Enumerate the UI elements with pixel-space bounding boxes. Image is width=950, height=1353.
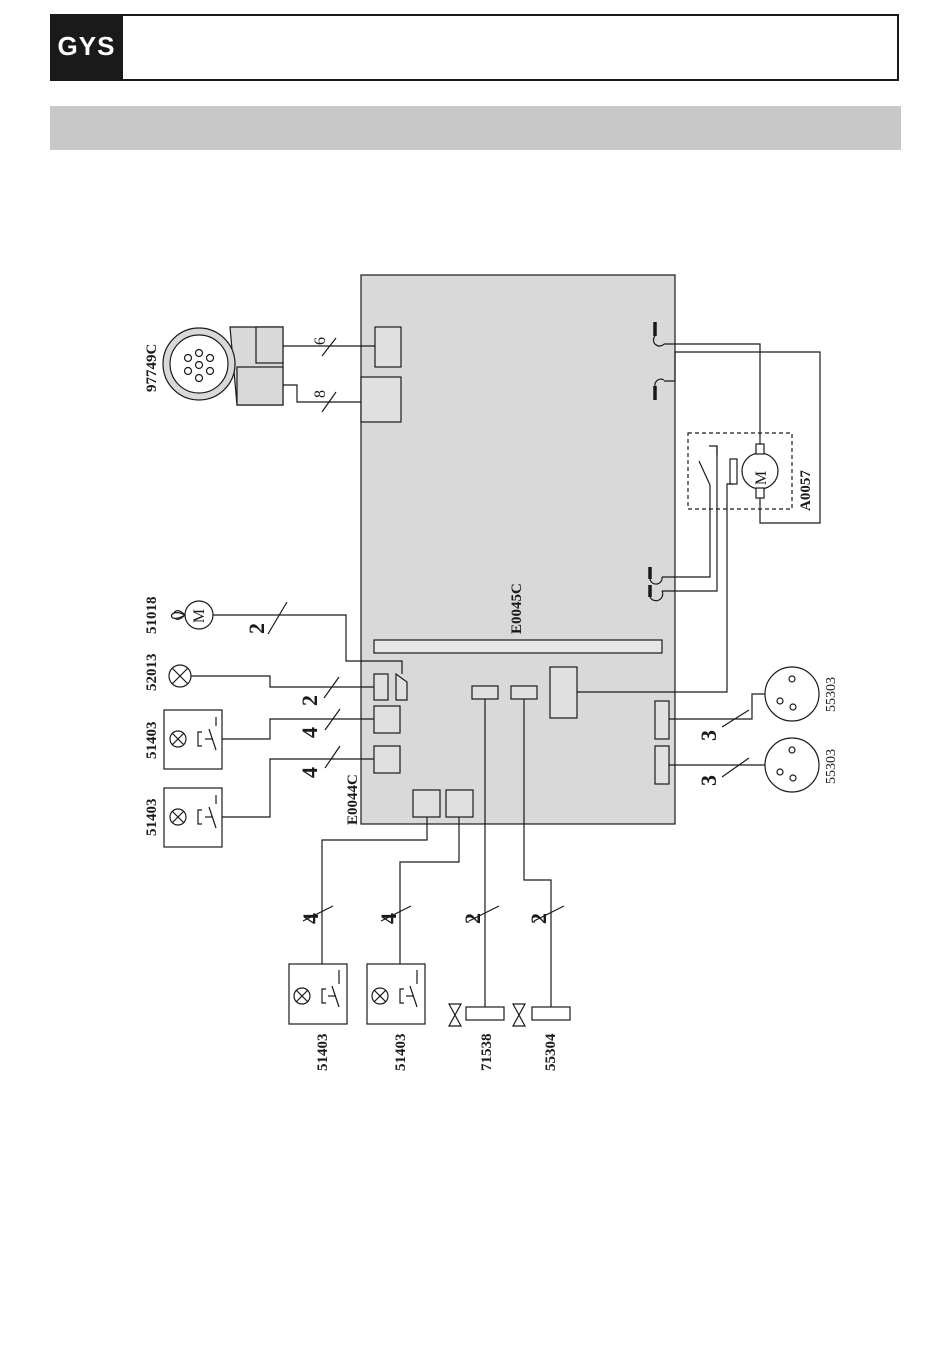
- connector-sw3: [413, 790, 440, 817]
- wire-count-sw1: 4: [297, 727, 322, 738]
- socket-1: [765, 667, 819, 721]
- connector-lamp: [374, 674, 388, 700]
- wire-count-fan: 2: [244, 623, 269, 634]
- connector-sock1: [655, 701, 669, 739]
- connector-board-2: [361, 377, 401, 422]
- wire-count-sock1: 3: [696, 730, 721, 741]
- label-switch-3: 51403: [315, 1034, 331, 1072]
- label-board-main: E0045C: [509, 583, 525, 634]
- label-valve-2: 55304: [543, 1033, 559, 1071]
- connector-sw4: [446, 790, 473, 817]
- label-motor-module: A0057: [798, 470, 814, 511]
- label-socket-2: 55303: [824, 749, 839, 784]
- wire-count-8: 8: [312, 390, 329, 398]
- label-switch-2: 51403: [144, 799, 160, 837]
- label-board-sub: E0044C: [345, 774, 361, 825]
- main-board: [361, 275, 675, 824]
- label-switch-4: 51403: [393, 1034, 409, 1072]
- wire-count-sw4: 4: [376, 913, 401, 924]
- connector-motor: [550, 667, 577, 718]
- valve-2: [513, 1004, 570, 1026]
- fan-letter: M: [191, 609, 208, 623]
- wire-count-sw2: 4: [297, 767, 322, 778]
- switch-box-4: [367, 964, 425, 1024]
- switch-box-3: [289, 964, 347, 1024]
- label-valve-1: 71538: [479, 1034, 495, 1072]
- connector-sock2: [655, 746, 669, 784]
- connector-valve2: [511, 686, 537, 699]
- wire-count-valve2: 2: [526, 913, 551, 924]
- label-switch-1: 51403: [144, 722, 160, 760]
- connector-sw1: [374, 706, 400, 733]
- wire-count-lamp: 2: [297, 695, 322, 706]
- valve-1: [449, 1004, 504, 1026]
- label-socket-1: 55303: [824, 677, 839, 712]
- wire-count-sock2: 3: [696, 775, 721, 786]
- motor-letter: M: [753, 471, 770, 485]
- connector-sw2: [374, 746, 400, 773]
- socket-2: [765, 738, 819, 792]
- switch-box-2: [164, 788, 222, 847]
- label-fan: 51018: [144, 597, 160, 635]
- board-slot: [374, 640, 662, 653]
- connector-board-1: [375, 327, 401, 367]
- connector-valve1: [472, 686, 498, 699]
- label-connector-main: 97749C: [144, 344, 160, 392]
- wire-count-valve1: 2: [460, 913, 485, 924]
- wire-count-sw3: 4: [298, 913, 323, 924]
- wire-count-6: 6: [312, 337, 329, 345]
- label-lamp: 52013: [144, 654, 160, 692]
- switch-box-1: [164, 710, 222, 769]
